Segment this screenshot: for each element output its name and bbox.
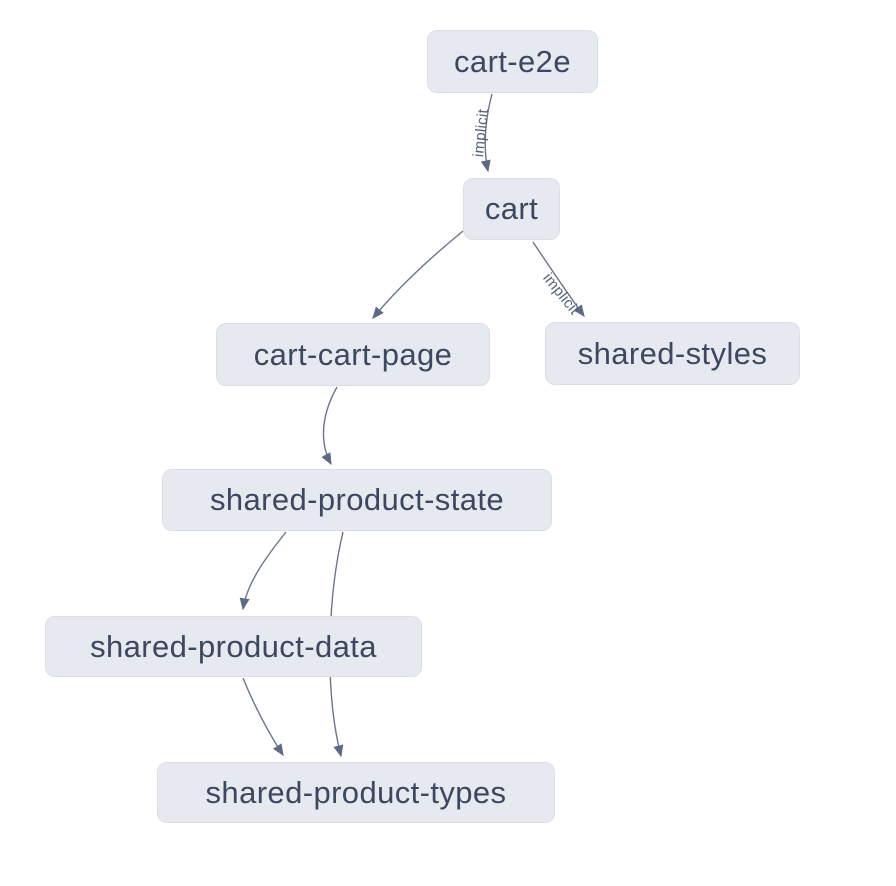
graph-node-shared-styles[interactable]: shared-styles <box>545 322 800 385</box>
edge-shared-product-data-to-shared-product-types <box>242 677 284 757</box>
graph-node-cart-cart-page[interactable]: cart-cart-page <box>216 323 490 386</box>
edge-cart-to-cart-cart-page <box>372 230 464 319</box>
graph-node-shared-product-state[interactable]: shared-product-state <box>162 469 552 531</box>
graph-node-shared-product-types[interactable]: shared-product-types <box>157 762 555 823</box>
edge-shared-product-state-to-shared-product-data <box>239 531 287 611</box>
graph-node-cart-e2e[interactable]: cart-e2e <box>427 30 598 93</box>
graph-node-cart[interactable]: cart <box>463 178 560 240</box>
graph-node-shared-product-data[interactable]: shared-product-data <box>45 616 422 677</box>
edge-cart-cart-page-to-shared-product-state <box>321 386 338 466</box>
edge-cart-to-shared-styles <box>532 241 585 318</box>
edge-cart-e2e-to-cart <box>480 93 493 173</box>
